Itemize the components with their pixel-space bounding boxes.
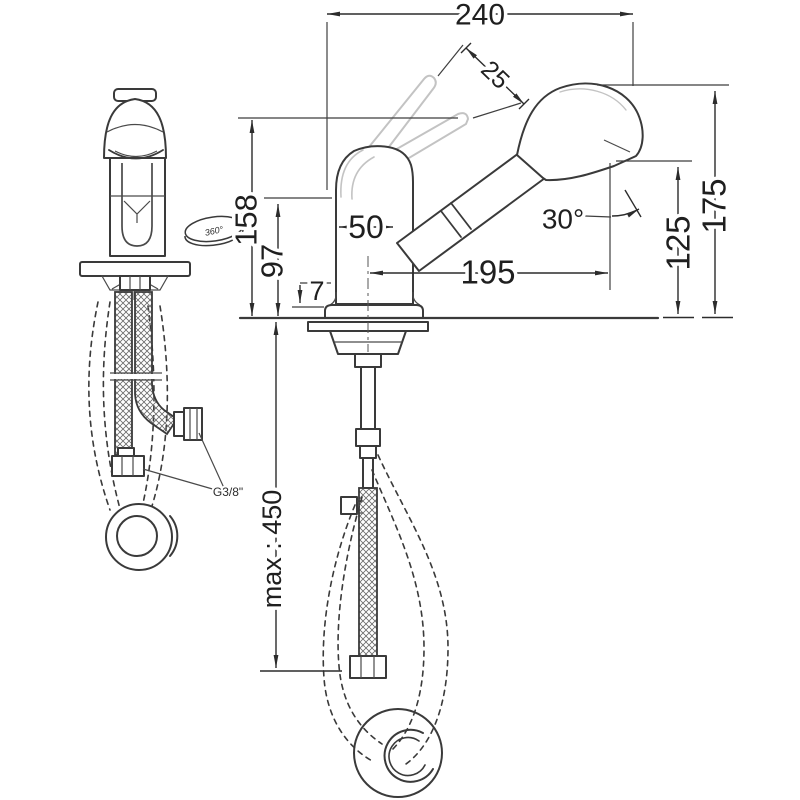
dim-spout-reach: 195: [370, 250, 608, 294]
fitting-nut-facets: [189, 408, 198, 440]
front-view: 360° G3/8": [79, 88, 250, 571]
pullout-hose-dashed: [151, 305, 169, 507]
dim-label-hose-extension: max : 450: [257, 490, 287, 609]
fitting-nut-facets: [121, 456, 134, 476]
dim-label-spray-angle: 30°: [542, 204, 584, 235]
pullout-hose-dashed: [88, 301, 111, 511]
dim-label-height-spout-base: 97: [255, 244, 290, 278]
dim-lever-travel: 25: [437, 42, 530, 119]
mounting-nut-facets: [129, 276, 141, 290]
collar-arc-inner: [114, 150, 158, 158]
dim-label-outlet-height: 125: [660, 215, 697, 270]
dim-base-plate-height: 7: [292, 273, 331, 310]
dim-outlet-height: 125: [616, 160, 700, 319]
dim-label-overall-width: 240: [455, 0, 505, 32]
swivel-arrow-icon: [236, 207, 250, 222]
collar-arc: [108, 149, 164, 160]
thread-callout: G3/8": [142, 432, 245, 501]
hose-end-nut-facets: [360, 656, 375, 678]
hose-break: [110, 374, 162, 379]
spray-head-front: [103, 98, 167, 159]
counterweight-front: [105, 503, 173, 571]
fitting-nut-right: [183, 407, 203, 441]
wand-coupling-ticks: [440, 202, 472, 238]
dim-label-height-lever: 158: [229, 194, 264, 246]
head-highlight: [559, 88, 627, 111]
outlet-rim: [603, 139, 631, 153]
supply-tube: [360, 366, 376, 430]
tube-coupling-2: [359, 445, 377, 459]
lever-raised-ghost: [351, 74, 437, 178]
hose-end-nut: [349, 655, 387, 679]
hose-break-lines: [110, 372, 162, 381]
pullout-hose-dashed: [102, 301, 123, 517]
dim-label-overall-height: 175: [696, 178, 733, 233]
base-plate-front: [79, 261, 191, 277]
head-seam: [106, 123, 164, 133]
faucet-body-front: [109, 156, 166, 257]
swivel-band: [184, 229, 244, 247]
dim-label-base-plate-height: 7: [309, 276, 324, 306]
dim-spray-angle: 30°: [538, 163, 642, 290]
dim-hose-extension: max : 450: [254, 322, 342, 672]
swivel-label: 360°: [204, 224, 225, 238]
escutcheon-side: [324, 304, 424, 318]
pullout-hose-dashed: [322, 504, 375, 763]
dim-body-width: 50: [339, 206, 393, 249]
hose-collar: [117, 447, 135, 457]
braided-hose-side: [358, 487, 378, 657]
supply-hose-right: [134, 291, 179, 436]
pullout-hose-dashed: [371, 469, 425, 751]
dimensions: 240 25 158 97 7 50 19: [225, 0, 736, 672]
wand-front-notch: [123, 200, 151, 223]
dim-height-lever: 158: [225, 117, 458, 316]
dim-overall-height: 175: [597, 84, 736, 319]
tube-lower: [362, 457, 374, 489]
fitting-nut-left: [111, 455, 145, 477]
thread-leader-lines: [142, 432, 225, 491]
wand-front-outline: [121, 163, 153, 247]
counterweight-front-inner: [116, 515, 158, 557]
side-view: [238, 74, 660, 798]
dim-label-body-width: 50: [348, 209, 384, 245]
dim-height-spout-base: 97: [251, 197, 332, 316]
counterweight-side-inner2: [388, 736, 426, 777]
spray-head-side: [516, 82, 644, 182]
pullout-hose-dashed: [337, 496, 383, 745]
mounting-nut: [119, 275, 151, 291]
swivel-ellipse: [184, 215, 244, 243]
fitting-stub: [173, 411, 185, 437]
dim-label-spout-reach: 195: [460, 254, 515, 291]
thread-label: G3/8": [213, 485, 243, 499]
counterweight-front-rim: [169, 515, 179, 557]
pullout-hose-dashed: [377, 454, 449, 765]
dim-overall-width: 240: [326, 0, 634, 190]
shank: [354, 353, 382, 368]
lever-lowered-ghost: [359, 112, 470, 181]
counterweight-side: [353, 708, 443, 798]
lever-bonnet-ghost: [340, 149, 375, 200]
tube-coupling: [355, 428, 381, 447]
